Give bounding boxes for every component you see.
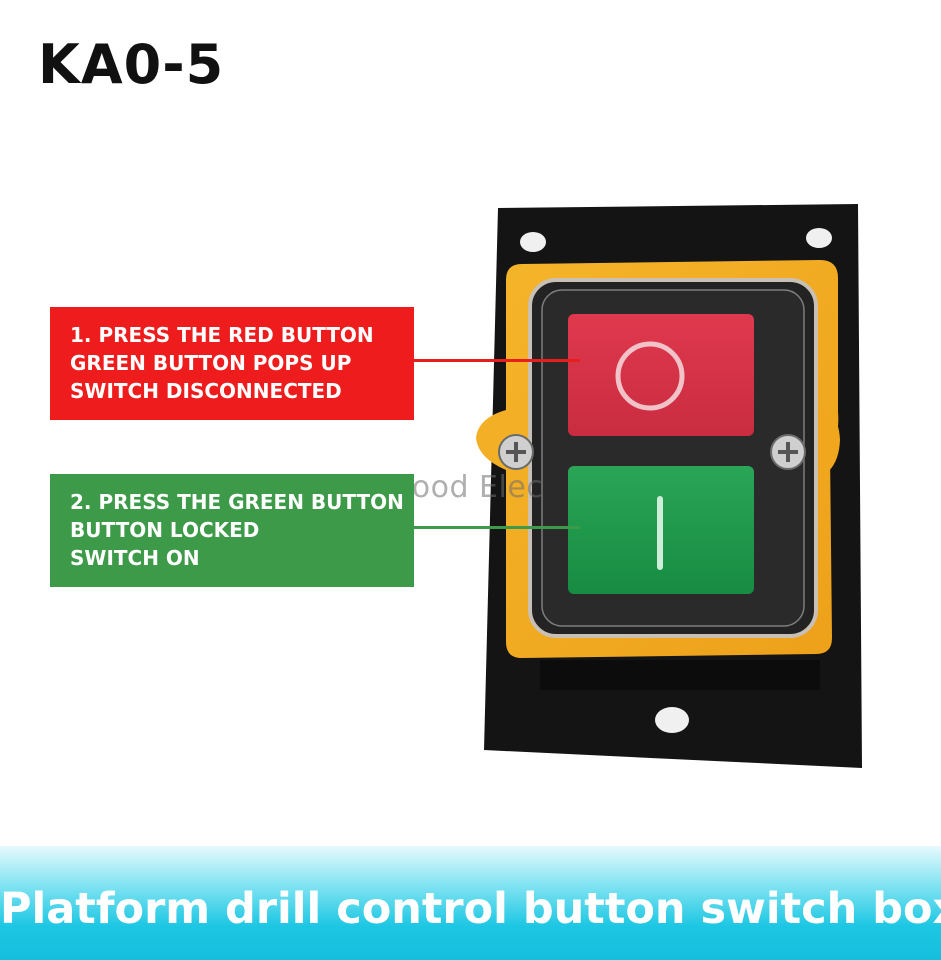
banner-caption: Platform drill control button switch box <box>0 884 941 934</box>
callout-red-instruction: 1. PRESS THE RED BUTTON GREEN BUTTON POP… <box>50 307 414 420</box>
mount-hole-bottom <box>655 707 689 733</box>
leader-line-green <box>414 526 580 529</box>
callout-line: BUTTON LOCKED <box>70 518 260 542</box>
on-bar-symbol <box>657 496 663 570</box>
callout-line: SWITCH ON <box>70 546 200 570</box>
callout-green-instruction: 2. PRESS THE GREEN BUTTON BUTTON LOCKED … <box>50 474 414 587</box>
off-circle-symbol <box>615 341 685 411</box>
screw-icon <box>498 434 534 470</box>
mount-hole-top-right <box>806 228 832 248</box>
screw-icon <box>770 434 806 470</box>
mount-hole-top-left <box>520 232 546 252</box>
callout-line: GREEN BUTTON POPS UP <box>70 351 352 375</box>
callout-line: 1. PRESS THE RED BUTTON <box>70 323 374 347</box>
red-off-button <box>568 314 754 436</box>
callout-line: SWITCH DISCONNECTED <box>70 379 342 403</box>
callout-line: 2. PRESS THE GREEN BUTTON <box>70 490 404 514</box>
leader-line-red <box>414 359 580 362</box>
model-title: KA0-5 <box>38 33 225 96</box>
bottom-banner <box>0 846 941 960</box>
